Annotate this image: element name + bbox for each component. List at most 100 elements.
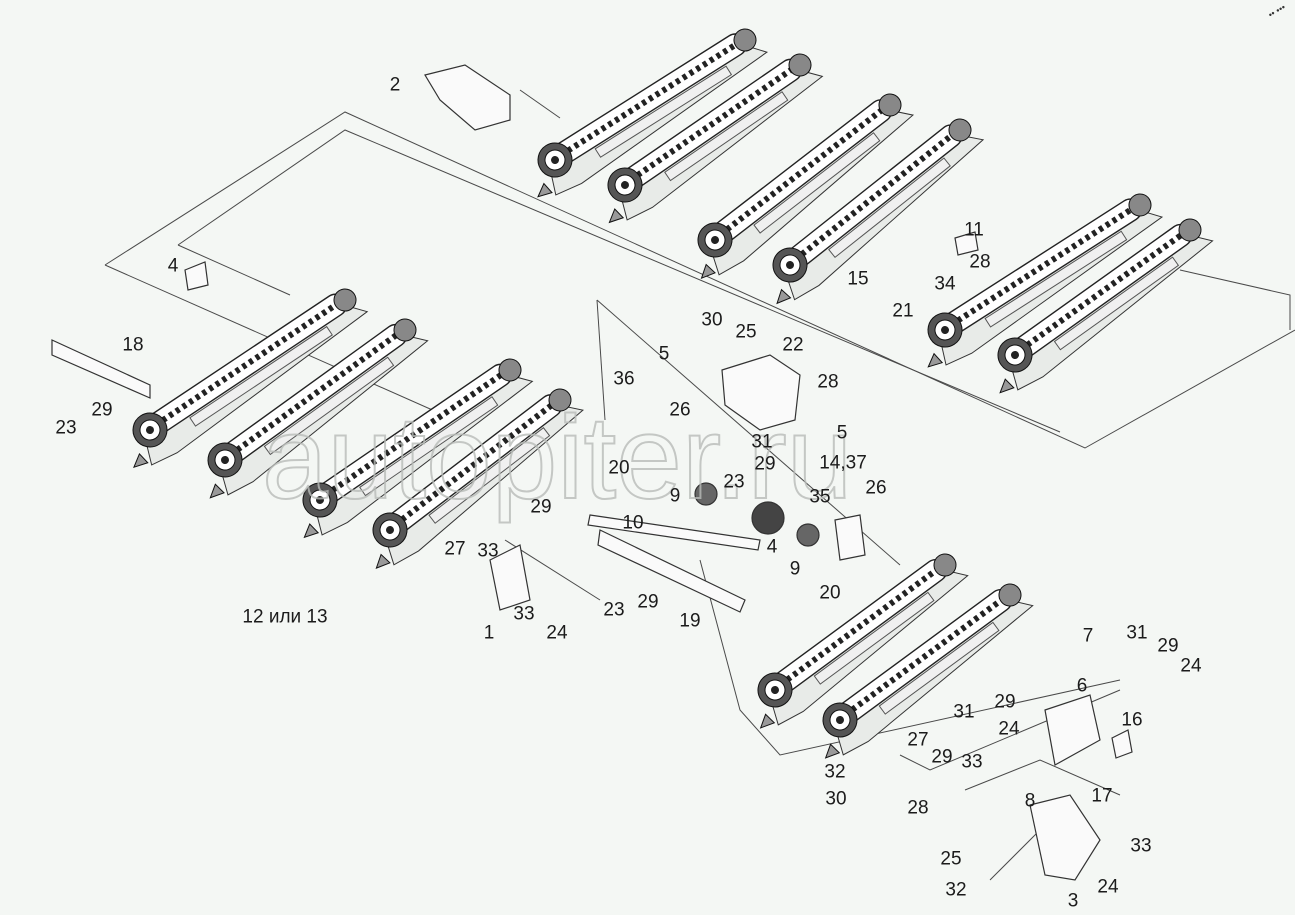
- callout-label: 35: [809, 486, 831, 508]
- callout-label: 5: [836, 422, 848, 444]
- callout-label: 28: [907, 797, 929, 819]
- conveyor-unit: [607, 53, 824, 224]
- callout-label: 36: [613, 368, 635, 390]
- housing-8: [1044, 694, 1101, 766]
- conveyor-unit: [207, 318, 429, 499]
- callout-label: 1: [483, 622, 495, 644]
- sprocket-14: [751, 501, 785, 535]
- callout-label: 4: [766, 536, 778, 558]
- conveyor-unit: [132, 288, 369, 468]
- bracket-16: [1111, 729, 1133, 759]
- cover-22: [721, 354, 801, 431]
- callout-label: 29: [530, 496, 552, 518]
- callout-label: 23: [55, 417, 77, 439]
- clamp-20: [834, 514, 866, 561]
- callout-label: 26: [865, 477, 887, 499]
- conveyor-unit: [997, 218, 1214, 394]
- callout-label: 19: [679, 610, 701, 632]
- callout-label: 32: [824, 761, 846, 783]
- idler-sprocket-icon: [1178, 218, 1202, 242]
- conveyor-unit: [372, 388, 584, 569]
- callout-label: 10: [622, 512, 644, 534]
- loose-parts: [51, 64, 1133, 881]
- callout-label: 20: [819, 582, 841, 604]
- callout-label: 18: [122, 334, 144, 356]
- callout-label: 24: [1097, 876, 1119, 898]
- callout-label: 2: [389, 74, 401, 96]
- bar-10: [587, 514, 761, 551]
- callout-label: 33: [513, 603, 535, 625]
- callout-label: 29: [754, 453, 776, 475]
- callout-label: 23: [603, 599, 625, 621]
- callout-label: 5: [658, 343, 670, 365]
- callout-label: 30: [701, 309, 723, 331]
- callout-label: 33: [961, 751, 983, 773]
- idler-sprocket-icon: [948, 118, 972, 142]
- plate-18: [51, 339, 151, 399]
- conveyor-unit: [537, 28, 769, 198]
- bracket-11: [954, 231, 979, 256]
- callout-label: 27: [444, 538, 466, 560]
- callout-label: 9: [669, 485, 681, 507]
- callout-label: 4: [167, 255, 179, 277]
- callout-label: 29: [931, 746, 953, 768]
- idler-sprocket-icon: [1128, 193, 1152, 217]
- corner-mark: •• •••: [1266, 2, 1287, 20]
- callout-label: 20: [608, 457, 630, 479]
- callout-label: 11: [964, 219, 984, 241]
- callout-label: 21: [892, 300, 914, 322]
- bracket-2: [424, 64, 511, 131]
- callout-label: 31: [751, 431, 773, 453]
- callout-label: 27: [907, 729, 929, 751]
- conveyor-unit: [772, 118, 985, 305]
- conveyor-unit: [302, 358, 534, 539]
- callout-label: 28: [969, 251, 991, 273]
- callout-label: 12 или 13: [242, 606, 328, 628]
- callout-label: 24: [998, 718, 1020, 740]
- callout-label: 28: [817, 371, 839, 393]
- bracket-4: [184, 261, 209, 291]
- idler-sprocket-icon: [548, 388, 572, 412]
- callout-label: 7: [1082, 625, 1094, 647]
- idler-sprocket-icon: [878, 93, 902, 117]
- idler-sprocket-icon: [733, 28, 757, 52]
- shield-19: [597, 529, 746, 613]
- idler-sprocket-icon: [393, 318, 417, 342]
- callout-label: 31: [953, 701, 975, 723]
- callout-label: 30: [825, 788, 847, 810]
- callout-label: 29: [994, 691, 1016, 713]
- conveyor-unit: [697, 93, 915, 280]
- conveyor-unit: [927, 193, 1164, 368]
- idler-sprocket-icon: [998, 583, 1022, 607]
- callout-label: 33: [1130, 835, 1152, 857]
- conveyor-units: [132, 28, 1214, 759]
- callout-label: 29: [637, 591, 659, 613]
- callout-label: 8: [1024, 790, 1036, 812]
- conveyor-unit: [822, 583, 1034, 759]
- callout-label: 26: [669, 399, 691, 421]
- callout-label: 22: [782, 334, 804, 356]
- callout-label: 32: [945, 879, 967, 901]
- callout-label: 17: [1091, 785, 1113, 807]
- callout-label: 31: [1126, 622, 1148, 644]
- callout-label: 14,37: [819, 452, 867, 474]
- callout-label: 9: [789, 558, 801, 580]
- idler-sprocket-icon: [933, 553, 957, 577]
- idler-sprocket-icon: [333, 288, 357, 312]
- idler-sprocket-icon: [498, 358, 522, 382]
- callout-label: 29: [91, 399, 113, 421]
- callout-label: 33: [477, 540, 499, 562]
- conveyor-unit: [757, 553, 969, 729]
- callout-label: 25: [940, 848, 962, 870]
- callout-label: 23: [723, 471, 745, 493]
- callout-label: 15: [847, 268, 869, 290]
- callout-label: 16: [1121, 709, 1143, 731]
- watermark: autopiter.ru: [262, 392, 852, 524]
- sprocket-9b: [796, 523, 820, 547]
- callout-label: 25: [735, 321, 757, 343]
- idler-sprocket-icon: [788, 53, 812, 77]
- callout-label: 29: [1157, 635, 1179, 657]
- callout-label: 24: [546, 622, 568, 644]
